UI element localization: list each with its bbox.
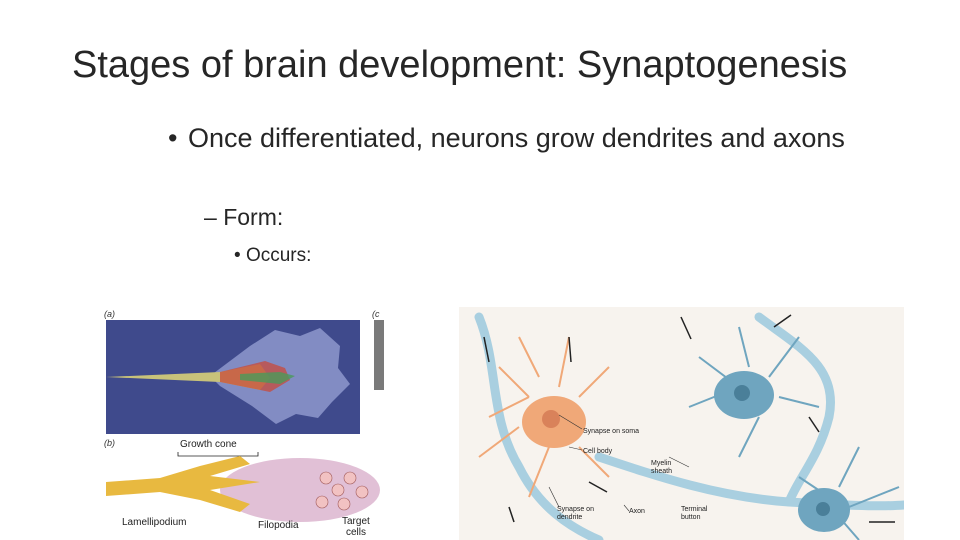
panel-c-label: (c <box>372 309 380 319</box>
myelinated-axons <box>474 312 904 540</box>
orange-dendrites <box>478 336 610 498</box>
bullet-marker: – <box>204 204 217 230</box>
lamellipodium-label: Lamellipodium <box>122 517 186 528</box>
terminal-button-label-line1: Terminal <box>681 506 708 513</box>
bullet-marker: • <box>168 123 178 153</box>
neuron-network-figure: Synapse on soma Cell body Myelin sheath … <box>459 307 904 540</box>
bullet-text: Occurs: <box>245 245 312 266</box>
growth-cone-drawing <box>106 456 260 512</box>
synapse-on-dendrite-label-line2: dendrite <box>557 514 582 521</box>
synapse-on-soma-label: Synapse on soma <box>583 428 639 435</box>
panel-a-label: (a) <box>104 309 115 319</box>
target-region <box>220 458 380 522</box>
bullet-text: Form: <box>223 204 284 230</box>
panel-c-micrograph <box>374 320 384 390</box>
bullet-level1: • Once differentiated, neurons grow dend… <box>168 120 848 156</box>
filopodia-label: Filopodia <box>258 520 299 531</box>
slide-title: Stages of brain development: Synaptogene… <box>72 44 848 86</box>
bullet-marker: • <box>234 245 241 266</box>
myelin-sheath-label-line1: Myelin <box>651 460 671 467</box>
growth-cone-figure: (a) (c (b) Growth cone Lamellipodium Fil… <box>100 306 390 540</box>
growth-cone-label: Growth cone <box>180 439 237 450</box>
bullet-level3: • Occurs: <box>234 245 311 267</box>
panel-b-label: (b) <box>104 438 115 448</box>
terminal-button-label-line2: button <box>681 514 701 521</box>
cell-body-label: Cell body <box>583 448 613 455</box>
synapse-on-dendrite-label-line1: Synapse on <box>557 506 594 513</box>
bullet-text: Once differentiated, neurons grow dendri… <box>188 123 845 153</box>
target-cells-label-line2: cells <box>346 527 366 538</box>
microtubule-stain <box>240 372 295 384</box>
target-cells-label-line1: Target <box>342 516 370 527</box>
myelin-sheath-label-line2: sheath <box>651 468 672 475</box>
blue-dendrites <box>688 326 900 540</box>
bullet-level2: – Form: <box>204 204 283 231</box>
axon-label: Axon <box>629 508 645 515</box>
growth-cone-bracket <box>177 452 259 457</box>
